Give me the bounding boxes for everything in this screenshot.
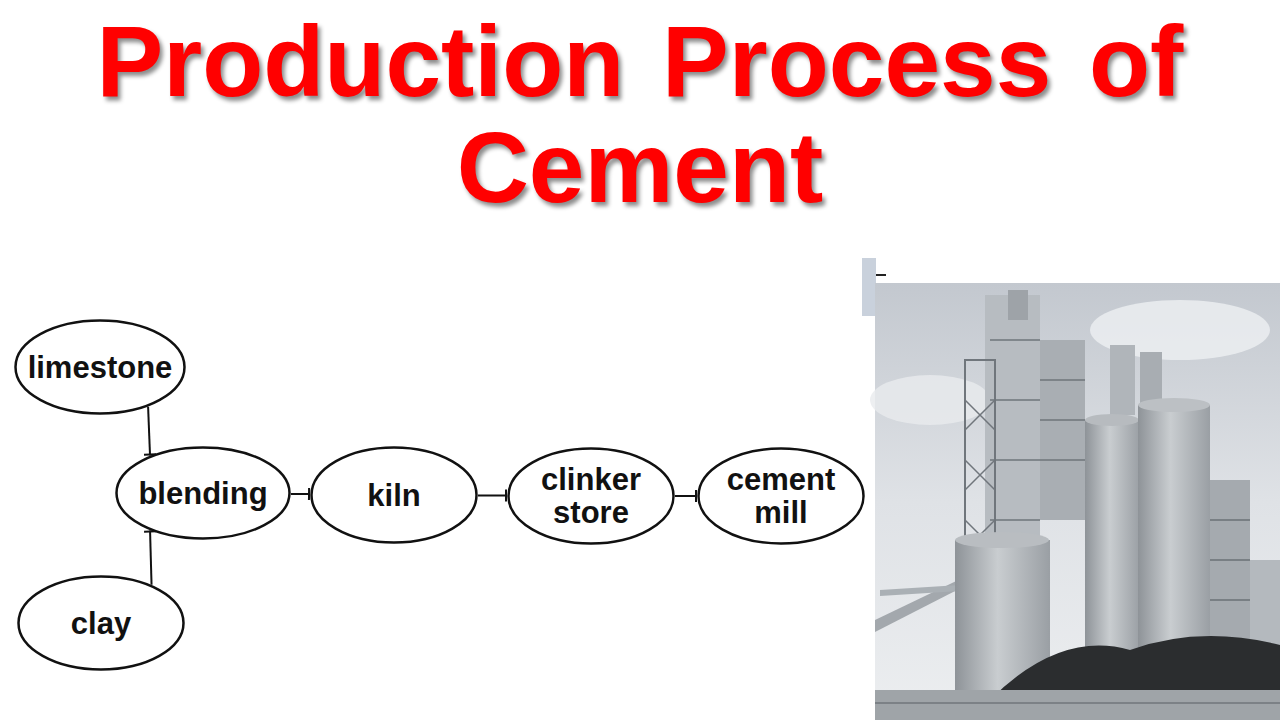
flow-arrow [291, 493, 310, 495]
ellipse-shape [19, 577, 184, 670]
process-ellipse: limestone [14, 319, 186, 415]
ellipse-shape [16, 321, 185, 414]
ellipse-shape [699, 449, 864, 544]
silo-top [1085, 414, 1139, 426]
flow-arrow [478, 494, 507, 496]
process-ellipse: clinker store [507, 447, 675, 545]
title: Production Process of Cement [65, 8, 1215, 220]
sky [875, 283, 1280, 720]
node-label: clinker store [526, 463, 656, 529]
flow-arrow [150, 531, 152, 585]
tower-platforms [990, 340, 1085, 520]
structure-platforms [1210, 520, 1250, 600]
process-ellipse: clay [17, 575, 185, 671]
silo-top [1138, 398, 1210, 412]
process-ellipse: blending [115, 446, 291, 540]
flow-arrow [675, 495, 697, 497]
ellipse-shape [117, 448, 290, 539]
base-wall [875, 690, 1280, 720]
node-label: clay [71, 607, 131, 640]
node-label: limestone [28, 351, 173, 384]
process-ellipse: cement mill [697, 447, 865, 545]
conveyor-belt [880, 585, 960, 596]
photo-edge [862, 258, 876, 316]
ellipse-shape [509, 449, 674, 544]
node-label: kiln [367, 479, 420, 512]
tower-bracing [965, 400, 995, 550]
tower-top [1008, 290, 1028, 320]
cloud [870, 375, 990, 425]
ellipse-shape [312, 448, 477, 543]
wall-rail [875, 702, 1280, 704]
photo-mark [876, 274, 886, 276]
silo-top [955, 532, 1049, 548]
cyclone-stack [1040, 340, 1085, 520]
filter-unit [1110, 345, 1135, 415]
flow-arrow [148, 407, 150, 456]
node-label: blending [138, 477, 267, 510]
node-label: cement mill [716, 463, 846, 529]
process-ellipse: kiln [310, 446, 478, 544]
